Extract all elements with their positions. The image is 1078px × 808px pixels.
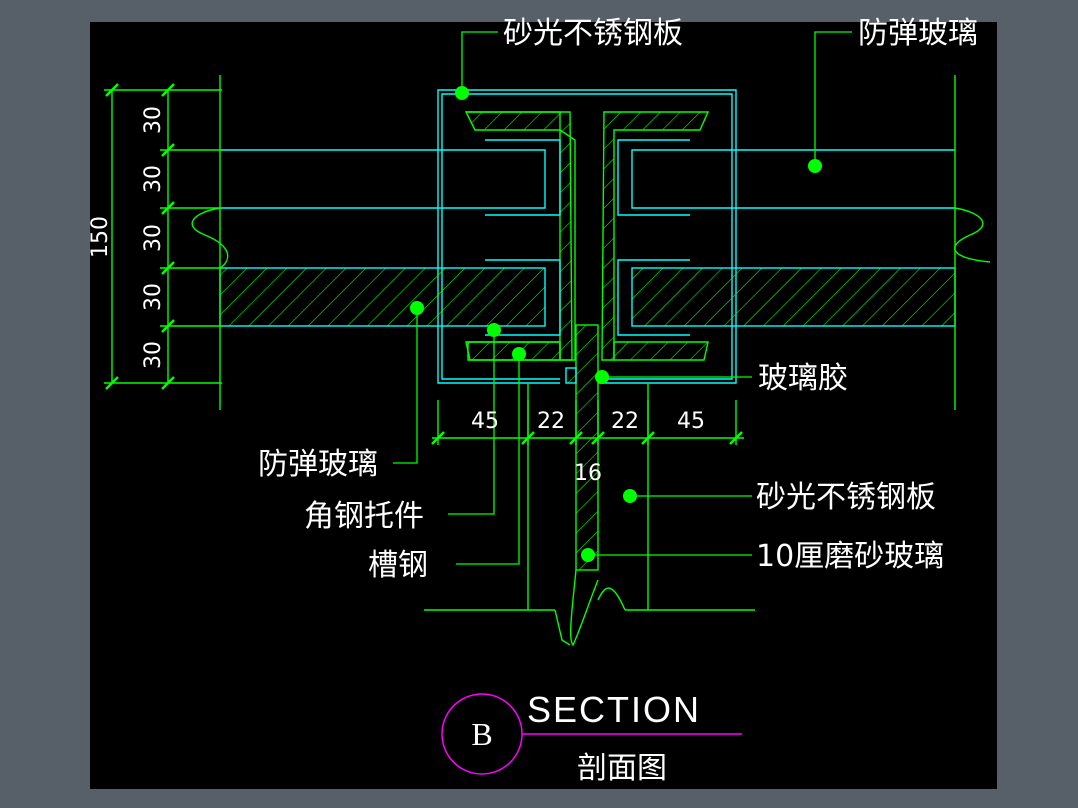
label-frosted-glass: 10厘磨砂玻璃 [756, 539, 944, 574]
label-channel-steel: 槽钢 [368, 548, 428, 583]
lower-glass-pane [219, 267, 956, 327]
label-top-right-glass: 防弹玻璃 [858, 16, 978, 51]
section-letter: B [471, 716, 492, 752]
horizontal-dimensions [431, 400, 744, 445]
leader-dots [410, 86, 822, 562]
dim-vertical-4: 30 [141, 283, 166, 311]
dim-horizontal-3: 22 [611, 409, 639, 434]
leader-lines [393, 31, 852, 565]
section-title-block: B SECTION 剖面图 [441, 689, 742, 786]
dim-vertical-2: 30 [141, 165, 166, 193]
stainless-casing [437, 89, 737, 384]
dim-horizontal-2: 22 [537, 409, 565, 434]
section-name: 剖面图 [577, 751, 667, 786]
break-lines [191, 207, 991, 269]
dim-vertical-5: 30 [141, 341, 166, 369]
upper-glass-pane [220, 149, 955, 209]
dim-horizontal-1: 45 [471, 409, 499, 434]
label-right-plate: 砂光不锈钢板 [756, 480, 936, 515]
label-glass-sealant: 玻璃胶 [758, 361, 848, 396]
label-top-left-plate: 砂光不锈钢板 [503, 16, 683, 51]
label-left-glass: 防弹玻璃 [258, 447, 378, 482]
frosted-glass [565, 324, 599, 647]
dim-glass-thickness: 16 [574, 461, 602, 486]
label-angle-bracket: 角钢托件 [304, 499, 424, 534]
vertical-dimensions [104, 75, 956, 410]
dim-vertical-1: 30 [141, 106, 166, 134]
t-section [464, 111, 710, 361]
angle-brackets [485, 139, 690, 336]
dim-total-height: 150 [88, 216, 113, 258]
section-word: SECTION [527, 689, 701, 730]
dim-horizontal-4: 45 [677, 409, 705, 434]
dim-vertical-3: 30 [141, 224, 166, 252]
